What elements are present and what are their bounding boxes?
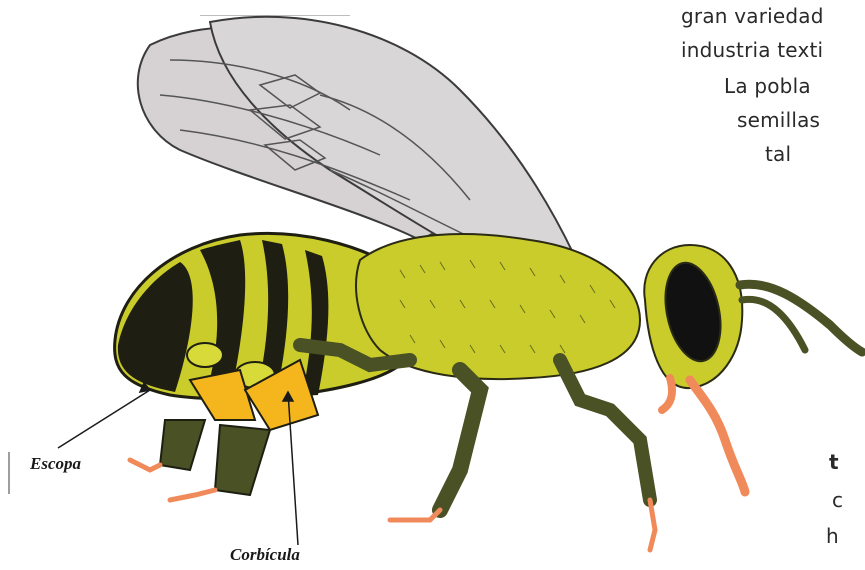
head-illustration: [644, 245, 862, 492]
legs-illustration: [130, 345, 655, 550]
corbicula-label: Corbícula: [230, 545, 300, 565]
escopa-label: Escopa: [30, 454, 81, 474]
escopa-pointer-line: [58, 390, 150, 448]
